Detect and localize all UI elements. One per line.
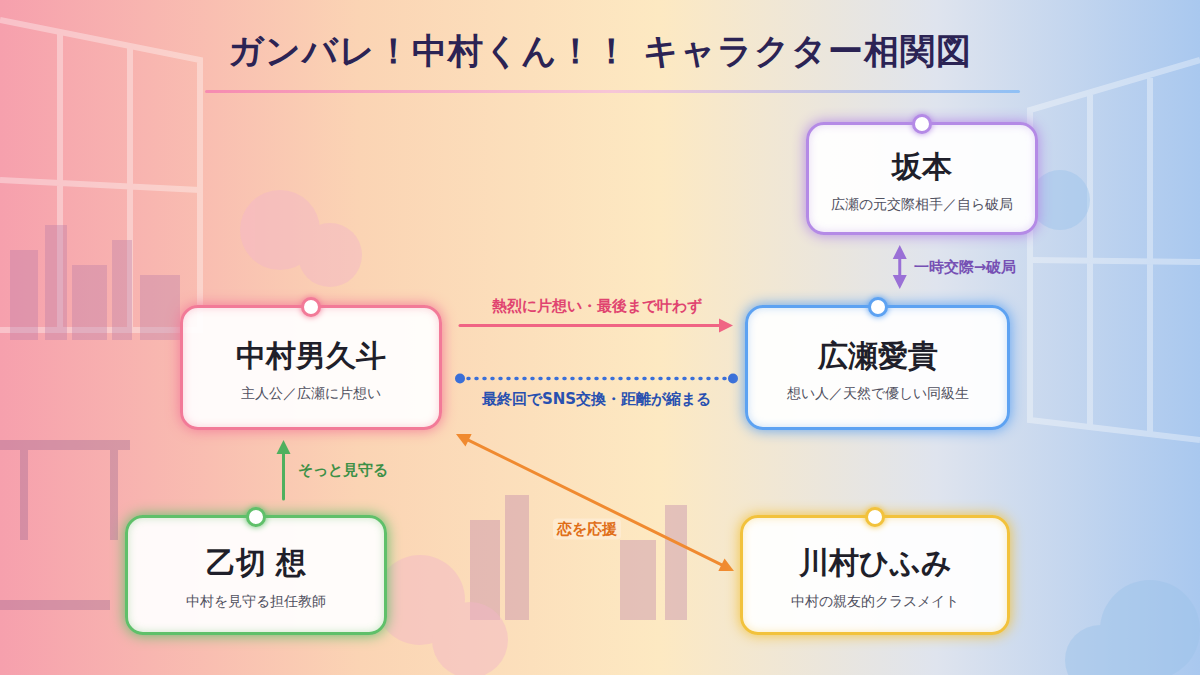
arrow-head <box>718 559 734 572</box>
connector-line <box>467 439 723 565</box>
character-box: 中村男久斗主人公／広瀬に片想い <box>180 305 442 430</box>
relation-connector <box>277 440 291 499</box>
relation-connector <box>460 319 733 333</box>
node-pin <box>246 507 266 527</box>
arrow-head <box>456 434 472 447</box>
connector-line <box>460 377 733 381</box>
character-name: 坂本 <box>892 148 952 186</box>
relation-label: 最終回でSNS交換・距離が縮まる <box>478 388 715 409</box>
connector-dot <box>728 374 738 384</box>
arrow-head <box>893 245 907 259</box>
connector-dot <box>455 374 465 384</box>
connector-line <box>282 452 285 499</box>
relation-label: 一時交際→破局 <box>910 257 1021 278</box>
character-note: 広瀬の元交際相手／自ら破局 <box>831 195 1013 213</box>
character-name: 中村男久斗 <box>236 337 386 375</box>
title-underline <box>205 90 1020 93</box>
connector-line <box>898 257 901 277</box>
character-box: 坂本広瀬の元交際相手／自ら破局 <box>806 122 1038 235</box>
character-name: 乙切 想 <box>206 544 306 582</box>
node-pin <box>868 297 888 317</box>
character-note: 中村の親友的クラスメイト <box>791 592 959 610</box>
character-note: 中村を見守る担任教師 <box>186 592 326 610</box>
character-note: 想い人／天然で優しい同級生 <box>787 384 969 402</box>
relation-label: 熱烈に片想い・最後まで叶わず <box>488 295 706 316</box>
relation-label: そっと見守る <box>294 459 392 480</box>
character-box: 乙切 想中村を見守る担任教師 <box>125 515 387 635</box>
relation-connector <box>893 245 907 289</box>
node-pin <box>912 114 932 134</box>
character-name: 広瀬愛貴 <box>818 337 938 375</box>
node-pin <box>301 297 321 317</box>
character-note: 主人公／広瀬に片想い <box>241 384 381 402</box>
relation-connector <box>455 374 738 384</box>
arrow-head <box>277 440 291 454</box>
character-box: 広瀬愛貴想い人／天然で優しい同級生 <box>745 305 1010 430</box>
character-name: 川村ひふみ <box>799 544 952 582</box>
diagram-title: ガンバレ！中村くん！！ キャラクター相関図 <box>0 28 1200 75</box>
arrow-head <box>719 319 733 333</box>
relation-connector <box>456 434 734 571</box>
character-box: 川村ひふみ中村の親友的クラスメイト <box>740 515 1010 635</box>
arrow-head <box>893 275 907 289</box>
connector-line <box>460 324 721 327</box>
relation-label: 恋を応援 <box>553 518 621 539</box>
node-pin <box>865 507 885 527</box>
